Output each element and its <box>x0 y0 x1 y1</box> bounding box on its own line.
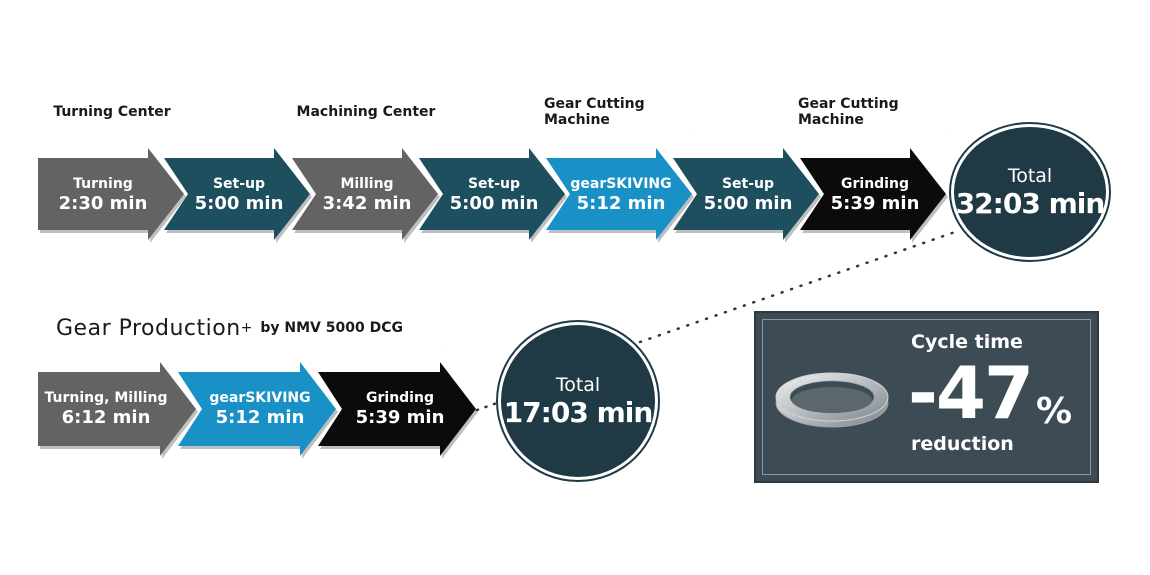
cycle-time-unit: % <box>1036 391 1073 432</box>
process-arrow-1 <box>164 148 310 240</box>
step-name: Turning, Milling <box>44 389 168 406</box>
step-time: 5:39 min <box>830 192 920 214</box>
step-setup-1: Set-up 5:00 min <box>176 158 302 232</box>
gear-production-title: Gear Production <box>56 315 241 341</box>
total-value: 32:03 min <box>955 187 1106 220</box>
gear-production-plus: + <box>240 320 253 336</box>
gp-arrow-1 <box>178 362 336 456</box>
step-turning: Turning 2:30 min <box>40 158 166 232</box>
step-name: Grinding <box>841 175 909 192</box>
step-time: 5:39 min <box>355 406 445 428</box>
gp-step-grinding: Grinding 5:39 min <box>334 372 466 446</box>
step-name: Grinding <box>366 389 434 406</box>
gp-step-turning-milling: Turning, Milling 6:12 min <box>40 372 172 446</box>
gp-arrow-0 <box>38 362 196 456</box>
step-time: 2:30 min <box>58 192 148 214</box>
step-setup-2: Set-up 5:00 min <box>431 158 557 232</box>
process-arrow-5 <box>673 148 819 240</box>
machine-label-gear-cutting-2: Gear Cutting Machine <box>798 90 960 134</box>
step-gearskiving: gearSKIVING 5:12 min <box>558 158 684 232</box>
cycle-time-panel: Cycle time -47 % reduction <box>754 311 1099 483</box>
process-arrow-3 <box>419 148 565 240</box>
cycle-time-frame <box>762 319 1091 475</box>
step-name: Set-up <box>467 175 521 192</box>
step-time: 3:42 min <box>322 192 412 214</box>
gear-production-subtitle: by NMV 5000 DCG <box>260 320 403 336</box>
step-name: Milling <box>340 175 394 192</box>
total-value: 17:03 min <box>503 396 654 429</box>
process-arrow-4 <box>546 148 692 240</box>
step-grinding: Grinding 5:39 min <box>812 158 938 232</box>
step-setup-3: Set-up 5:00 min <box>685 158 811 232</box>
step-name: Turning <box>73 175 133 192</box>
step-time: 5:00 min <box>703 192 793 214</box>
gp-step-gearskiving: gearSKIVING 5:12 min <box>194 372 326 446</box>
machine-label-gear-cutting-1: Gear Cutting Machine <box>544 90 706 134</box>
machine-label-turning-center: Turning Center <box>36 90 188 134</box>
total-label: Total <box>1007 165 1053 187</box>
step-name: Set-up <box>721 175 775 192</box>
step-time: 5:00 min <box>194 192 284 214</box>
cycle-time-reduction-label: reduction <box>911 433 1014 455</box>
step-time: 5:12 min <box>576 192 666 214</box>
cycle-time-value: -47 <box>908 351 1034 435</box>
step-milling: Milling 3:42 min <box>304 158 430 232</box>
total-label: Total <box>555 374 601 396</box>
gp-total-circle: Total 17:03 min <box>498 322 658 480</box>
step-name: gearSKIVING <box>570 175 672 192</box>
gp-arrow-2 <box>318 362 476 456</box>
ring-gear-icon <box>775 372 889 428</box>
step-time: 6:12 min <box>61 406 151 428</box>
process-arrow-2 <box>292 148 438 240</box>
step-time: 5:00 min <box>449 192 539 214</box>
machine-label-machining-center: Machining Center <box>290 90 442 134</box>
conventional-total-circle: Total 32:03 min <box>951 124 1109 260</box>
process-arrow-0 <box>38 148 184 240</box>
step-time: 5:12 min <box>215 406 305 428</box>
process-arrow-6 <box>800 148 946 240</box>
cycle-time-label: Cycle time <box>911 331 1023 353</box>
step-name: gearSKIVING <box>209 389 311 406</box>
step-name: Set-up <box>212 175 266 192</box>
gear-production-title-box: Gear Production + by NMV 5000 DCG <box>36 306 454 350</box>
